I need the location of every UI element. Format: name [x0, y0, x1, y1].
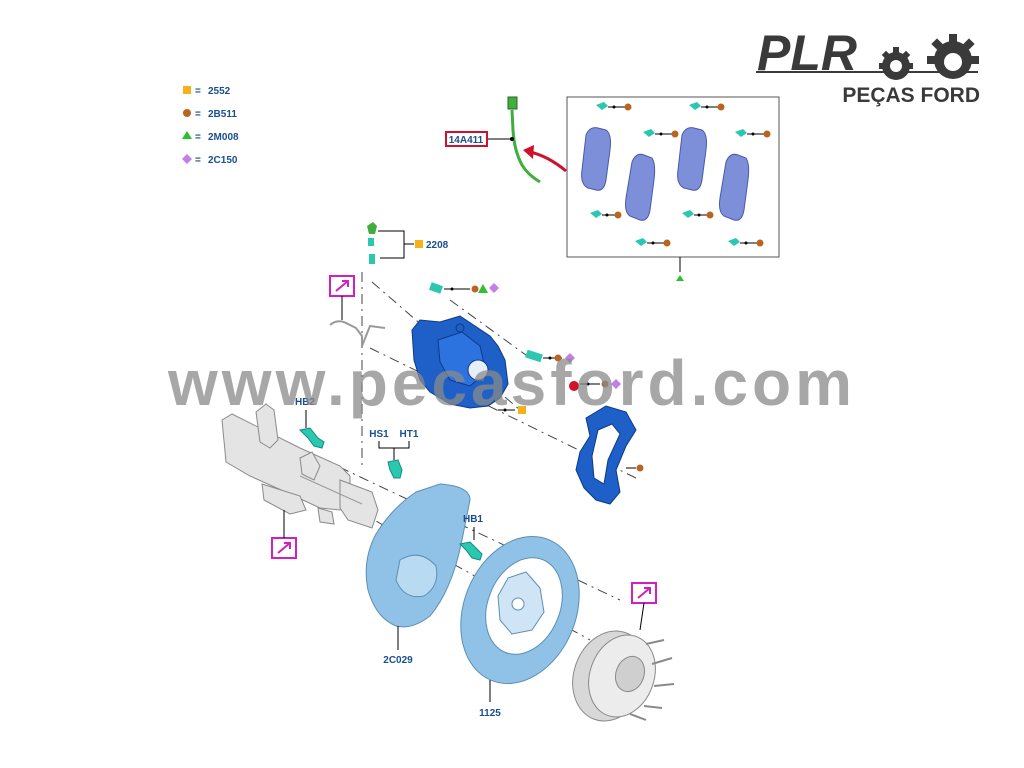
brake-hose — [329, 320, 386, 347]
reference-link-icon[interactable] — [329, 275, 355, 320]
wheel-hub — [572, 630, 675, 722]
legend-item-2552: = 2552 — [183, 86, 231, 97]
callout-2c029[interactable]: 2C029 — [383, 655, 413, 666]
guide-pin-upper — [525, 349, 575, 363]
brake-pad — [581, 127, 611, 191]
svg-text:=: = — [195, 132, 201, 143]
reference-link-icon[interactable] — [631, 582, 657, 631]
caliper-bolt — [428, 282, 499, 294]
legend: = 2552 = 2B511 = 2M008 = 2C150 — [182, 86, 239, 166]
caliper-bleed-marker — [498, 406, 526, 414]
pad-clip-markers — [590, 102, 771, 247]
circle-marker-icon — [183, 109, 191, 117]
watermark-text: www.pecasford.com — [167, 347, 856, 419]
triangle-marker-icon — [676, 275, 684, 281]
brake-rotor: 1125 — [460, 535, 580, 719]
callout-hs1[interactable]: HS1 — [369, 429, 389, 440]
legend-item-2b511: = 2B511 — [183, 109, 237, 120]
legend-code: 2552 — [208, 86, 231, 97]
arrow-head — [523, 145, 534, 159]
gear-icon — [879, 47, 913, 80]
square-marker-icon — [415, 240, 423, 248]
steering-knuckle — [221, 403, 379, 529]
reference-link-icon[interactable] — [271, 510, 297, 559]
brake-pad — [677, 127, 707, 191]
svg-text:14A411: 14A411 — [449, 135, 484, 146]
diamond-marker-icon — [182, 154, 192, 164]
brake-pad — [625, 153, 656, 221]
logo-subtitle: PEÇAS FORD — [842, 84, 980, 107]
legend-code: 2M008 — [208, 132, 239, 143]
callout-ht1[interactable]: HT1 — [400, 429, 419, 440]
caliper-bracket — [575, 405, 644, 505]
legend-code: 2B511 — [208, 109, 237, 120]
legend-code: 2C150 — [208, 155, 238, 166]
callout-hb1[interactable]: HB1 — [463, 514, 483, 525]
callout-1125[interactable]: 1125 — [479, 708, 501, 719]
gear-icon — [927, 34, 979, 79]
triangle-marker-icon — [182, 131, 192, 139]
plr-logo: PLR PEÇAS FORD — [756, 25, 980, 107]
brake-caliper — [411, 315, 509, 409]
bolt-hb2: HB2 — [295, 397, 325, 449]
dust-shield: 2C029 — [365, 483, 471, 666]
wear-sensor-wire — [487, 96, 541, 184]
svg-text:=: = — [195, 86, 201, 97]
legend-item-2c150: = 2C150 — [182, 154, 238, 166]
svg-text:=: = — [195, 109, 201, 120]
legend-item-2m008: = 2M008 — [182, 131, 239, 143]
brake-pad — [719, 153, 750, 221]
svg-text:=: = — [195, 155, 201, 166]
guide-pin-lower — [569, 379, 621, 391]
brake-pad-kit — [566, 96, 780, 281]
logo-brand: PLR — [757, 25, 857, 81]
square-marker-icon — [183, 86, 191, 94]
red-arrow-icon — [529, 150, 567, 173]
callout-hb2[interactable]: HB2 — [295, 397, 315, 408]
bleeder-screw: 2208 — [367, 222, 449, 264]
callout-14a411[interactable]: 14A411 — [445, 131, 488, 147]
bolt-hs1-ht1: HS1 HT1 — [369, 429, 419, 479]
callout-2208[interactable]: 2208 — [426, 240, 449, 251]
bolt-hb1: HB1 — [458, 514, 483, 561]
